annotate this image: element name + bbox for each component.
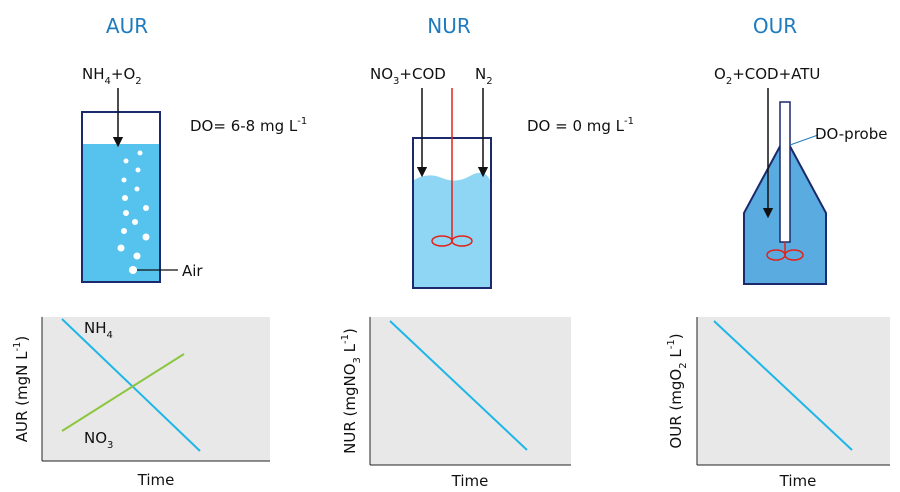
nur-panel: NUR NO3+COD N2 DO = 0 mg L-1 xyxy=(370,14,634,289)
nur-rate-line xyxy=(389,320,528,451)
aur-x-label: Time xyxy=(137,471,175,489)
our-y-label: OUR (mgO2 L-1) xyxy=(666,333,689,448)
our-chart: Time OUR (mgO2 L-1) xyxy=(666,317,890,490)
nur-chart: Time NUR (mgNO3 L-1) xyxy=(340,317,571,490)
air-bubbles xyxy=(117,150,150,274)
aur-plot-area xyxy=(42,317,270,461)
nur-y-label: NUR (mgNO3 L-1) xyxy=(340,328,363,454)
our-rate-line xyxy=(713,320,853,451)
our-title: OUR xyxy=(753,14,797,38)
aur-nh4-line xyxy=(61,318,201,452)
nur-do-label: DO = 0 mg L-1 xyxy=(527,116,634,135)
nur-stirrer-icon xyxy=(431,88,473,247)
aur-no3-line xyxy=(61,353,185,432)
aur-reactor xyxy=(81,111,161,283)
no3-series-label: NO3 xyxy=(84,429,113,451)
aur-panel: AUR NH4+O2 Air DO= 6-8 xyxy=(81,14,307,283)
our-stirrer-icon xyxy=(766,242,804,261)
aur-title: AUR xyxy=(106,14,148,38)
aur-y-label: AUR (mgN L-1) xyxy=(12,336,31,443)
aur-input-label: NH4+O2 xyxy=(82,65,142,87)
aur-chart: NH4 NO3 Time AUR (mgN L-1) xyxy=(12,317,270,489)
our-input-label: O2+COD+ATU xyxy=(714,65,820,87)
nur-title: NUR xyxy=(427,14,471,38)
nur-input-label: NO3+COD xyxy=(370,65,446,87)
our-panel: OUR O2+COD+ATU DO-probe xyxy=(714,14,887,285)
probe-label: DO-probe xyxy=(815,125,887,143)
n2-label: N2 xyxy=(475,65,493,87)
our-plot-area xyxy=(697,317,890,465)
nh4-series-label: NH4 xyxy=(84,319,113,341)
our-x-label: Time xyxy=(779,472,817,490)
aur-do-label: DO= 6-8 mg L-1 xyxy=(190,116,307,135)
aur-water xyxy=(83,144,159,281)
air-label: Air xyxy=(182,262,203,280)
probe-pointer-line xyxy=(789,134,819,146)
do-probe xyxy=(779,101,791,243)
nur-plot-area xyxy=(370,317,571,465)
nur-x-label: Time xyxy=(451,472,489,490)
